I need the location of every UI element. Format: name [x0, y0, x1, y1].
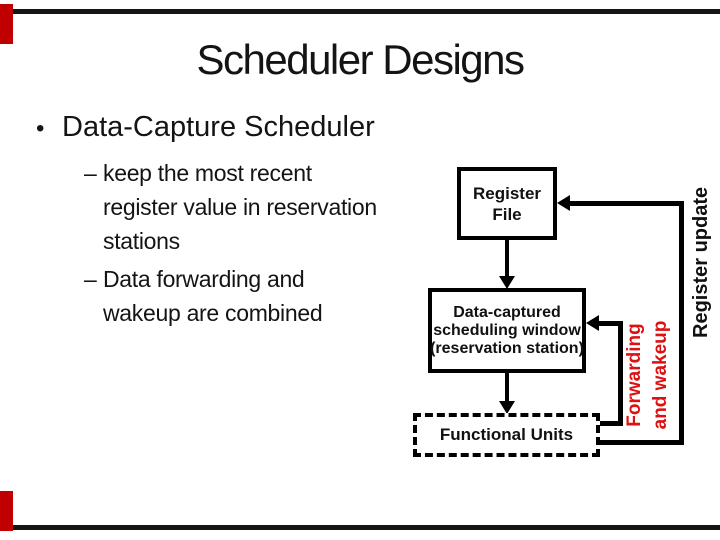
sub-bullet-forwarding-wakeup: – Data forwarding and wakeup are combine…	[84, 262, 444, 330]
dash-marker: –	[84, 160, 97, 186]
slide-title: Scheduler Designs	[196, 36, 525, 83]
scheduling-window-box: Data-captured scheduling window (reserva…	[428, 288, 586, 373]
box-label-line: Data-captured	[453, 303, 561, 321]
functional-units-box: Functional Units	[413, 413, 600, 457]
forwarding-loop-arrowhead	[586, 315, 599, 331]
arrow-window-to-fu-shaft	[505, 373, 509, 403]
top-rule	[0, 9, 720, 14]
arrow-rf-to-window-head	[499, 276, 515, 289]
register-update-label: Register update	[690, 186, 712, 338]
box-label-line: scheduling window	[433, 321, 581, 339]
register-update-loop-top	[569, 201, 684, 206]
sub-bullet-list: – keep the most recent register value in…	[84, 156, 444, 330]
top-left-accent	[0, 4, 13, 44]
forwarding-wakeup-label: Forwarding and wakeup	[622, 310, 674, 440]
sub-bullet-text: Data forwarding and wakeup are combined	[103, 262, 323, 330]
text-line: keep the most recent	[103, 160, 312, 186]
bullet-text: Data-Capture Scheduler	[62, 111, 375, 143]
arrow-window-to-fu-head	[499, 401, 515, 414]
box-label-line: Register	[472, 183, 542, 203]
dash-marker: –	[84, 266, 97, 292]
sub-bullet-text: keep the most recent register value in r…	[103, 156, 377, 258]
register-file-box: Register File	[457, 167, 557, 240]
box-label-line: (reservation station)	[430, 339, 584, 357]
forwarding-loop-vertical	[618, 321, 623, 426]
sub-bullet-keep-recent: – keep the most recent register value in…	[84, 156, 444, 258]
box-label-line: Functional Units	[439, 425, 574, 444]
register-update-loop-bottom	[598, 440, 684, 445]
register-update-loop-arrowhead	[557, 195, 570, 211]
bottom-rule	[0, 525, 720, 530]
text-line: wakeup are combined	[103, 300, 323, 326]
arrow-rf-to-window-shaft	[505, 240, 509, 278]
forwarding-loop-bottom	[598, 421, 623, 426]
text-line: stations	[103, 228, 180, 254]
text-line: Data forwarding and	[103, 266, 305, 292]
box-label-line: File	[492, 204, 522, 224]
register-update-loop-vertical	[679, 201, 684, 445]
bullet-data-capture-scheduler: • Data-Capture Scheduler	[36, 110, 375, 146]
forwarding-loop-top	[597, 321, 623, 326]
text-line: register value in reservation	[103, 194, 377, 220]
label-line: and wakeup	[650, 320, 671, 430]
bottom-left-accent	[0, 491, 13, 531]
bullet-marker: •	[36, 115, 45, 142]
label-line: Forwarding	[624, 323, 645, 427]
